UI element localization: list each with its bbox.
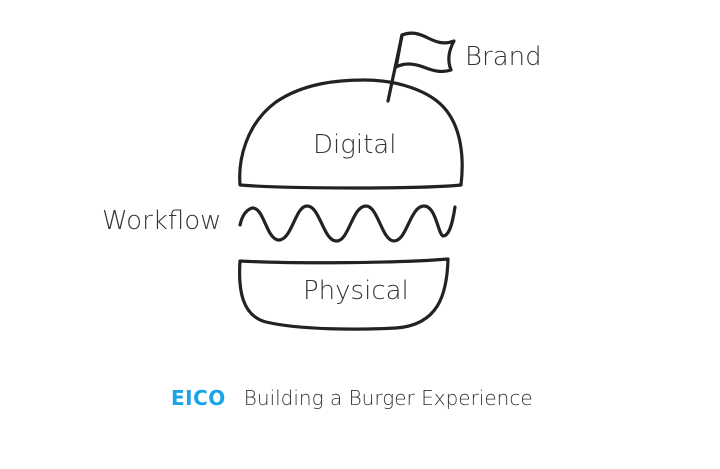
label-brand: Brand: [465, 42, 542, 72]
eico-logo: EICO: [171, 386, 226, 410]
label-physical: Physical: [303, 276, 409, 306]
footer-tagline: Building a Burger Experience: [243, 386, 533, 410]
flag-icon: [394, 31, 456, 74]
filling-wave: [238, 204, 457, 243]
bun-top: [238, 78, 464, 190]
label-digital: Digital: [313, 130, 397, 160]
footer: EICO Building a Burger Experience: [171, 386, 533, 410]
bun-bottom: [238, 257, 450, 331]
label-workflow: Workflow: [102, 206, 222, 236]
